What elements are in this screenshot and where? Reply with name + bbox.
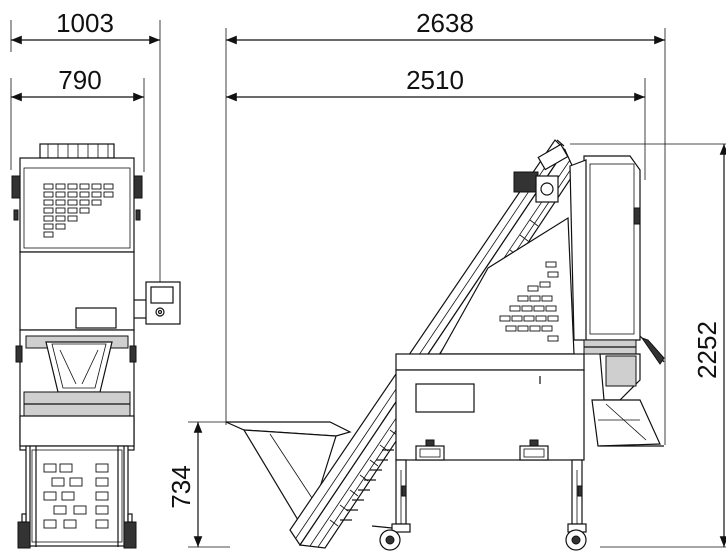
- dimension-label-734: 734: [166, 465, 196, 508]
- output-spiral: [639, 335, 665, 365]
- dimension-front-inner-width: 790: [10, 65, 145, 172]
- dimension-label-2252: 2252: [692, 321, 722, 379]
- side-view: [225, 139, 665, 551]
- frame-legs: [395, 459, 583, 525]
- conveyor-slats: [43, 463, 109, 529]
- discharge-chute: [591, 353, 664, 447]
- dimension-front-total-width: 1003: [10, 8, 161, 290]
- dimension-label-790: 790: [58, 65, 101, 95]
- lower-frame: [25, 445, 129, 547]
- drive-motor: [513, 139, 569, 203]
- dimension-total-height: 2252: [570, 143, 726, 548]
- side-handle-left: [11, 175, 21, 199]
- main-frame: [395, 353, 585, 461]
- dimension-hopper-height: 734: [166, 421, 230, 548]
- side-panel-slots: [499, 261, 559, 342]
- front-view: [11, 143, 181, 549]
- side-handle-right: [133, 175, 143, 199]
- vent-slots: [43, 183, 114, 238]
- lower-cleats: [340, 449, 394, 521]
- dimension-side-total-length: 2638: [225, 8, 666, 445]
- dimension-label-1003: 1003: [56, 8, 114, 38]
- front-caster: [565, 523, 587, 551]
- dimension-label-2510: 2510: [406, 65, 464, 95]
- top-vent: [39, 143, 115, 159]
- control-panel: [134, 281, 181, 325]
- top-housing-side: [569, 155, 641, 355]
- rear-caster: [371, 523, 411, 551]
- hopper: [45, 341, 113, 393]
- dimension-label-2638: 2638: [416, 8, 474, 38]
- dimension-side-conveyor-length: 2510: [226, 65, 646, 180]
- front-wheel-right: [123, 513, 137, 549]
- front-wheel-left: [17, 513, 31, 549]
